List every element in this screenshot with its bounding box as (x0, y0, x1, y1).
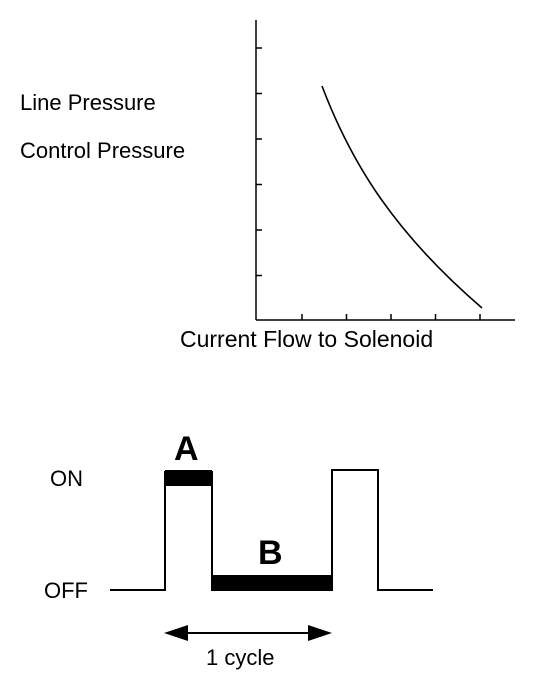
x-axis-label: Current Flow to Solenoid (180, 326, 434, 352)
marker-a-label: A (174, 430, 199, 468)
y-axis-ticks (256, 47, 262, 277)
cycle-label: 1 cycle (206, 645, 275, 670)
cycle-arrow-left-head (164, 625, 188, 641)
control-pressure-label: Control Pressure (20, 138, 186, 163)
line-pressure-label: Line Pressure (20, 90, 156, 115)
off-state-label: OFF (44, 578, 88, 603)
marker-b-label: B (258, 534, 283, 572)
on-state-label: ON (50, 466, 83, 491)
on-period-bar-a (165, 470, 212, 486)
pressure-curve (321, 85, 483, 309)
x-axis-ticks (301, 314, 481, 320)
cycle-arrow-right-head (308, 625, 332, 641)
off-period-bar-b (212, 575, 332, 590)
